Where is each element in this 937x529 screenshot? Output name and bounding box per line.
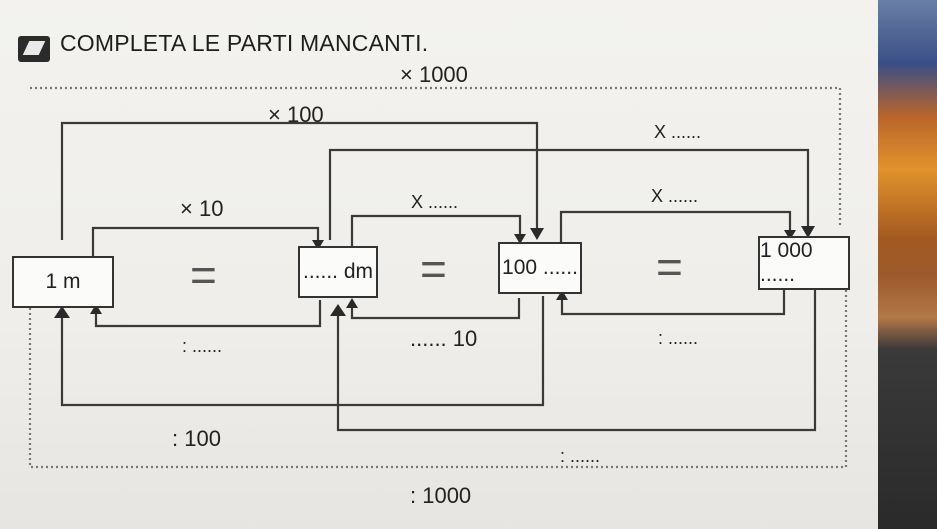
arrow-x-blank-right [559,210,792,246]
label-div-blank-right[interactable]: : ...... [658,328,699,348]
equals-sign-2: = [420,243,447,295]
label-x1000: × 1000 [400,62,468,87]
arrowhead [54,306,70,318]
arrowhead [801,226,815,238]
arrowhead [784,230,796,240]
label-x-blank-outer[interactable]: X ...... [654,122,702,142]
unit-box-m: 1 m [12,256,114,308]
label-x-blank-mid[interactable]: X ...... [411,192,459,212]
unit-box-mm[interactable]: 1 000 ...... [758,236,850,290]
arrow-x1000 [30,86,842,228]
label-x100: × 100 [268,102,324,127]
arrowhead [312,240,324,250]
label-div100: : 100 [172,426,221,451]
unit-box-cm[interactable]: 100 ...... [498,242,582,294]
arrowhead [556,290,568,300]
arrow-x-blank-outer [328,148,810,240]
equals-sign-1: = [190,249,217,301]
arrowhead [530,228,544,240]
arrow-div100 [60,296,545,407]
arrowhead [346,298,358,308]
arrowhead [330,304,346,316]
arrow-blank-10 [350,298,521,320]
instruction-title: COMPLETA LE PARTI MANCANTI. [60,30,429,56]
arrow-x10 [91,226,320,256]
arrow-x100 [60,121,539,240]
unit-box-dm[interactable]: ...... dm [298,246,378,298]
label-blank-10[interactable]: ...... 10 [410,326,478,351]
label-div1000: : 1000 [410,483,472,508]
arrowhead [514,234,526,244]
background-objects [878,0,937,529]
label-div-blank-outer[interactable]: : ...... [560,446,601,466]
arrow-div-blank-left [94,300,322,328]
arrow-div-blank-right [560,290,786,316]
arrow-x-blank-mid [350,214,522,246]
arrowhead [90,304,102,314]
label-div-blank-left[interactable]: : ...... [182,336,223,356]
label-x-blank-right[interactable]: X ...... [651,186,699,206]
arrow-div-blank-outer [336,290,817,432]
equals-sign-3: = [656,241,683,293]
pencil-icon [18,36,50,62]
conversion-arrows [28,86,848,469]
arrow-div1000 [28,290,848,469]
label-x10: × 10 [180,196,224,221]
